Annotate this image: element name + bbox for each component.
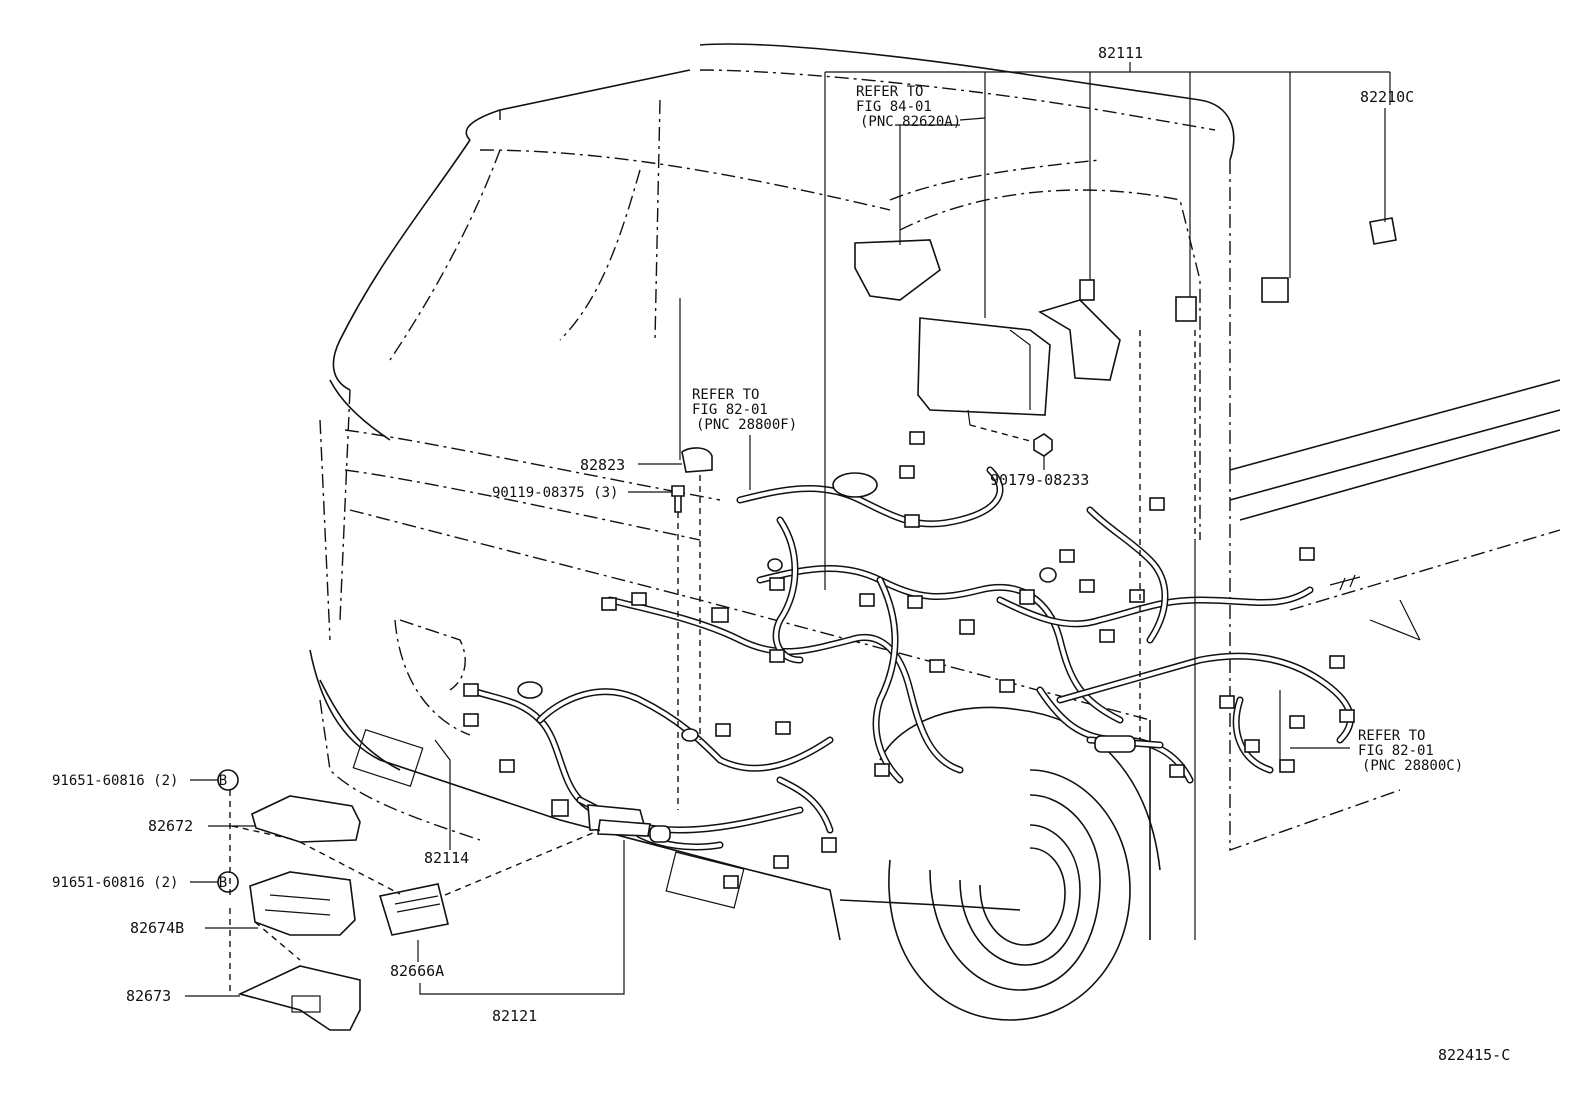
label-82666a: 82666A (390, 962, 444, 980)
label-82674b: 82674B (130, 919, 184, 937)
relay-block-parts (217, 769, 601, 1031)
relay-part (1175, 296, 1197, 322)
relay-block-82666a-part (378, 883, 449, 936)
truck-cab-outline (309, 43, 1561, 1021)
marker-b-1: B (219, 773, 227, 789)
harness-connectors (463, 431, 1361, 889)
label-91651-b: 91651-60816 (2) (52, 875, 178, 891)
refer-82a-line2: FIG 82-01 (692, 402, 768, 418)
marker-b-2: B (219, 875, 227, 891)
label-82823: 82823 (580, 456, 625, 474)
clamp-82823-part (681, 447, 713, 473)
label-82111: 82111 (1098, 44, 1143, 62)
part-labels: 82111 82210C REFER TO FIG 84-01 (PNC 826… (52, 44, 1510, 1064)
label-82121: 82121 (492, 1007, 537, 1025)
block-82674b-part (249, 871, 356, 936)
label-90179: 90179-08233 (990, 471, 1089, 489)
relay-82210c-part (1369, 217, 1397, 245)
refer-84-line1: REFER TO (856, 84, 923, 100)
control-module-part (917, 317, 1051, 416)
refer-84-line2: FIG 84-01 (856, 99, 932, 115)
refer-82b-line3: (PNC 28800C) (1362, 758, 1463, 774)
bolt-90119-part (671, 485, 685, 513)
leader-lines (185, 62, 1391, 997)
figure-code: 822415-C (1438, 1046, 1510, 1064)
refer-84-line3: (PNC 82620A) (860, 114, 961, 130)
label-82114: 82114 (424, 849, 469, 867)
relay-part-2 (1261, 277, 1289, 303)
label-91651-a: 91651-60816 (2) (52, 773, 178, 789)
label-90119: 90119-08375 (3) (492, 485, 618, 501)
refer-82a-line3: (PNC 28800F) (696, 417, 797, 433)
label-82672: 82672 (148, 817, 193, 835)
label-82673: 82673 (126, 987, 171, 1005)
refer-82a-line1: REFER TO (692, 387, 759, 403)
relay-bracket-part (854, 239, 941, 301)
cab-parts (671, 217, 1397, 513)
nut-part (1033, 433, 1053, 457)
cover-82672-part (251, 795, 361, 843)
bracket-part (1038, 299, 1121, 381)
refer-82b-line2: FIG 82-01 (1358, 743, 1434, 759)
bracket-82673-part (237, 965, 361, 1031)
refer-82b-line1: REFER TO (1358, 728, 1425, 744)
label-82210c: 82210C (1360, 88, 1414, 106)
